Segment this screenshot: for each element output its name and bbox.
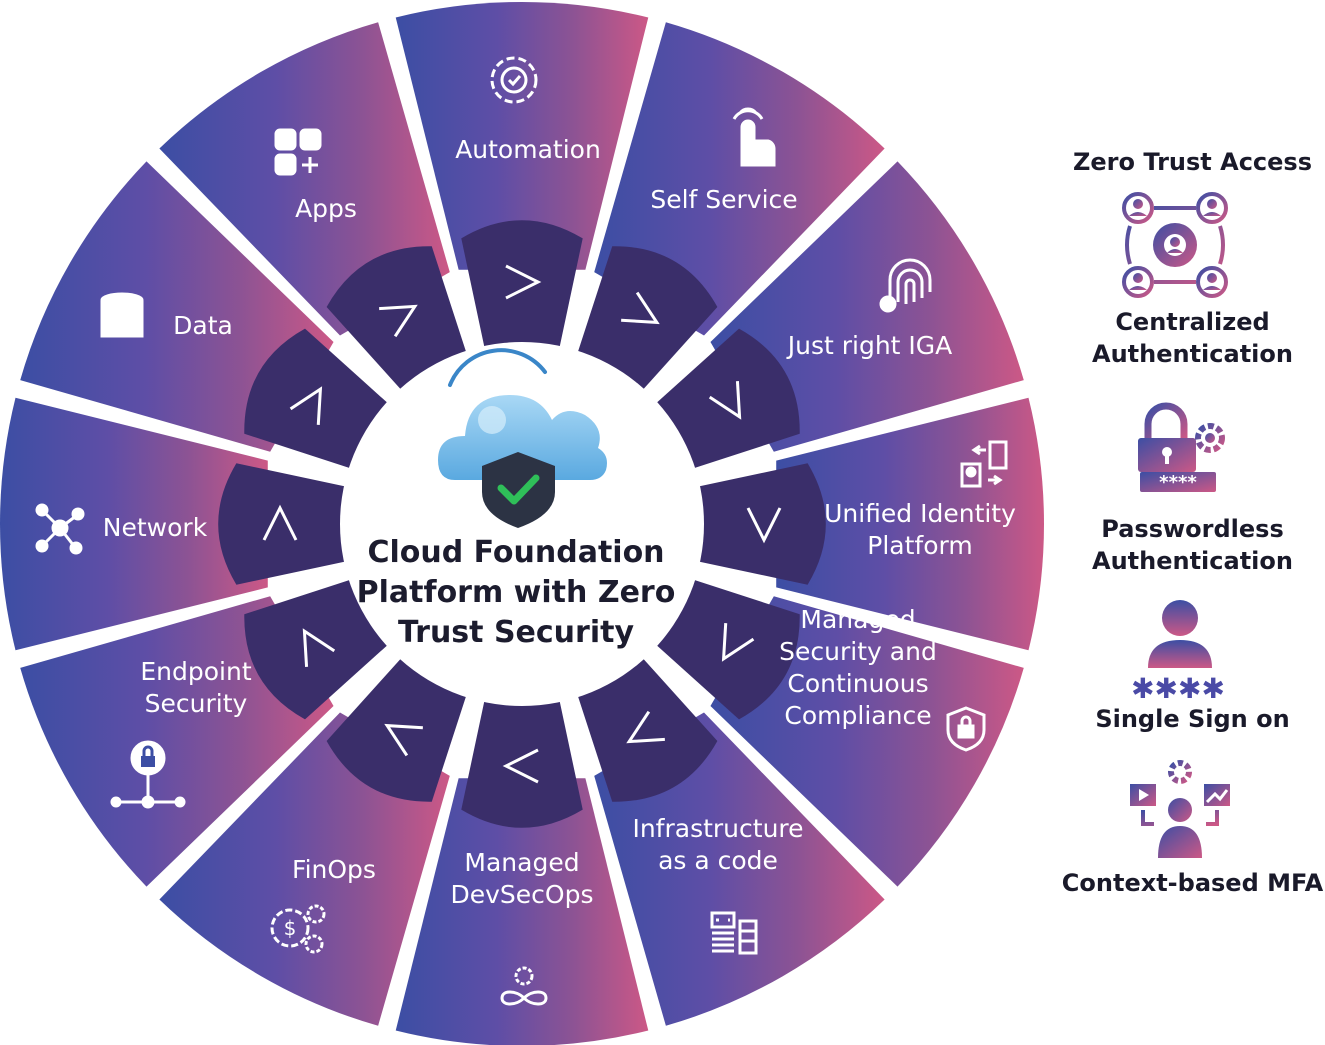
chevron-arrow-icon — [302, 628, 336, 667]
code-server-icon — [710, 911, 758, 955]
database-icon — [100, 292, 144, 338]
center-title-line-2: Platform with Zero — [357, 575, 676, 610]
inner-tab-just-right-iga — [649, 328, 800, 471]
segment-label-managed-security: Managed — [800, 605, 915, 634]
chevron-arrow-icon — [708, 381, 742, 420]
lock-network-icon — [110, 740, 186, 809]
chevron-arrow-icon — [379, 304, 418, 338]
fingerprint-icon — [879, 258, 932, 313]
inner-tab-automation — [461, 220, 583, 356]
segment-label-data: Data — [173, 311, 233, 340]
identity-transfer-icon — [960, 440, 1008, 488]
segment-label-devsecops: DevSecOps — [451, 880, 594, 909]
shield-lock-icon — [946, 706, 986, 752]
svg-text:$: $ — [284, 916, 297, 940]
segment-label-just-right-iga: Just right IGA — [786, 331, 953, 360]
padlock-password-icon: **** — [1138, 402, 1225, 493]
segment-label-infrastructure: as a code — [658, 846, 778, 875]
segment-label-finops: FinOps — [292, 855, 376, 884]
segment-label-devsecops: Managed — [464, 848, 579, 877]
infinity-gear-icon — [500, 966, 548, 1006]
feature-title-mfa: Context-based MFA — [1061, 869, 1324, 897]
inner-tab-network — [218, 463, 354, 585]
apps-grid-icon — [274, 128, 322, 176]
inner-tab-endpoint — [244, 577, 395, 720]
chevron-arrow-icon — [721, 623, 755, 662]
segment-label-managed-security: Security and — [779, 637, 937, 666]
segment-label-apps: Apps — [295, 194, 357, 223]
inner-tab-apps — [326, 246, 469, 397]
inner-tab-infrastructure — [575, 651, 718, 802]
inner-tab-devsecops — [461, 692, 583, 828]
chevron-arrow-icon — [384, 723, 423, 757]
user-asterisks-icon: ✱✱✱✱ — [1131, 600, 1225, 702]
chevron-arrow-icon — [626, 710, 665, 744]
inner-tab-unified-identity — [690, 463, 826, 585]
automation-gear-icon — [490, 56, 538, 104]
feature-title-sso: Single Sign on — [1095, 705, 1290, 733]
chevron-arrow-icon — [502, 748, 539, 784]
center-title-line-1: Cloud Foundation — [367, 535, 664, 570]
svg-text:✱✱✱✱: ✱✱✱✱ — [1131, 672, 1225, 702]
feature-title-passwordless: Passwordless Authentication — [1092, 515, 1293, 575]
segment-unified-identity — [776, 397, 1044, 651]
segment-label-self-service: Self Service — [650, 185, 797, 214]
segment-label-network: Network — [103, 513, 208, 542]
segment-network — [0, 397, 268, 651]
user-context-icon — [1130, 760, 1230, 858]
chevron-arrow-icon — [262, 504, 298, 541]
segment-label-endpoint: Endpoint — [140, 657, 251, 686]
feature-title-centralized: Centralized Authentication — [1092, 308, 1293, 368]
segment-label-endpoint: Security — [145, 689, 248, 718]
chevron-arrow-icon — [746, 507, 782, 544]
user-network-gear-icon — [1122, 192, 1228, 298]
touch-hand-icon — [732, 107, 776, 167]
zero-trust-access-panel: Zero Trust Access Centralized Authentica… — [1050, 0, 1325, 1045]
money-gears-icon: $ — [270, 904, 326, 954]
zero-trust-access-heading: Zero Trust Access — [1072, 148, 1312, 176]
network-nodes-icon — [35, 503, 85, 555]
center-title-line-3: Trust Security — [398, 615, 634, 650]
chevron-arrow-icon — [621, 291, 660, 325]
segment-label-unified-identity: Unified Identity — [824, 499, 1016, 528]
segment-label-automation: Automation — [455, 135, 601, 164]
cloud-shield-icon — [438, 348, 607, 528]
chevron-arrow-icon — [505, 264, 542, 300]
center-hub: Cloud Foundation Platform with Zero Trus… — [340, 342, 704, 706]
segment-label-infrastructure: Infrastructure — [632, 814, 803, 843]
chevron-arrow-icon — [289, 386, 323, 425]
segment-label-managed-security: Compliance — [784, 701, 931, 730]
segment-label-managed-security: Continuous — [787, 669, 928, 698]
segment-automation — [395, 2, 649, 270]
segment-devsecops — [395, 778, 649, 1045]
svg-text:****: **** — [1159, 472, 1197, 493]
segment-label-unified-identity: Platform — [867, 531, 972, 560]
